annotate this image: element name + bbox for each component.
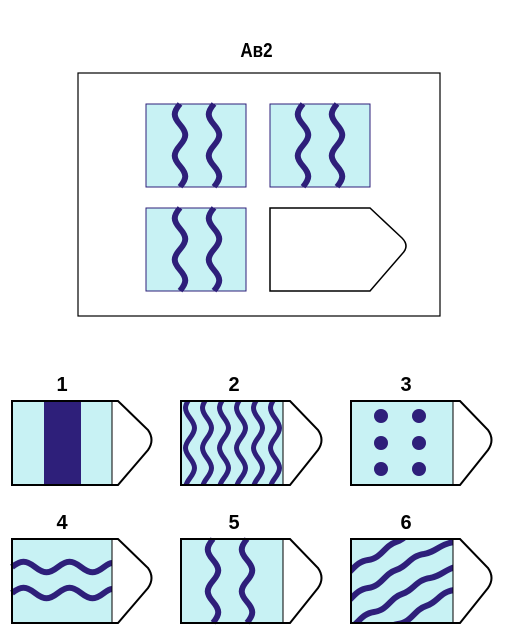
missing-piece-slot <box>269 207 407 292</box>
option-3-label: 3 <box>400 374 412 396</box>
option-4[interactable] <box>10 538 153 624</box>
matrix-frame <box>77 72 441 317</box>
option-2-label: 2 <box>228 374 240 396</box>
matrix-cell-3 <box>145 208 247 291</box>
option-5[interactable] <box>180 539 323 623</box>
puzzle-title: Ав2 <box>240 40 273 62</box>
matrix-cell-2 <box>269 104 371 187</box>
option-6[interactable] <box>340 514 493 627</box>
option-1-label: 1 <box>56 374 68 396</box>
option-4-label: 4 <box>56 512 68 534</box>
option-2[interactable] <box>180 398 323 498</box>
option-6-label: 6 <box>400 512 412 534</box>
option-1[interactable] <box>11 400 153 486</box>
option-3[interactable] <box>350 400 493 486</box>
option-5-label: 5 <box>228 512 240 534</box>
matrix-cell-1 <box>145 104 247 187</box>
